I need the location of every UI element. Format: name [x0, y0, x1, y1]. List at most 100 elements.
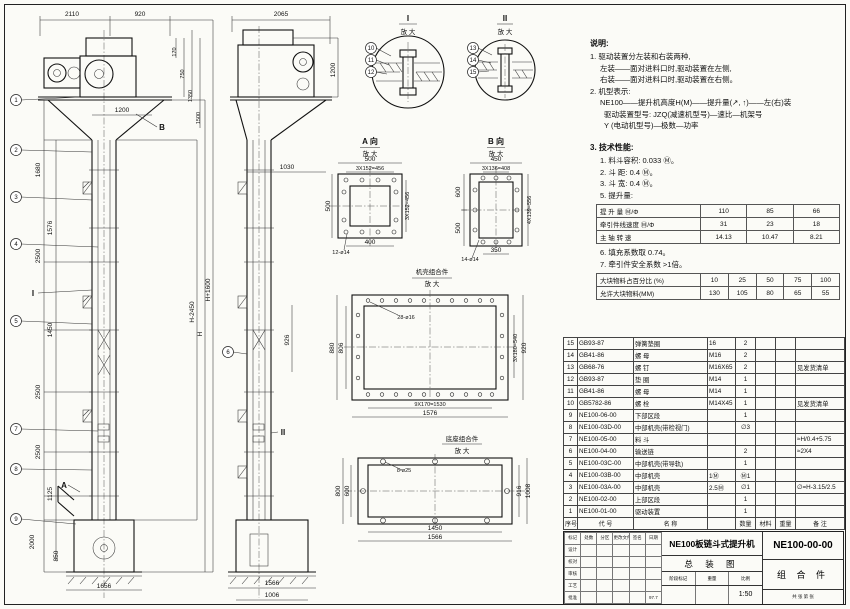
meta-labels: 阶段标记 重量 比例 — [662, 572, 762, 586]
svg-text:9: 9 — [14, 517, 18, 523]
tech-item: 3. 斗 宽: 0.4 Ⓜ。 — [600, 179, 658, 188]
front-view-dimension-lines — [20, 16, 214, 591]
dimension-label: 1450 — [428, 525, 443, 532]
detail-ii — [474, 23, 536, 101]
dimension-label: 1450 — [47, 322, 54, 337]
dimension-label: 放 大 — [455, 446, 470, 455]
dimension-label: A 向 — [362, 136, 378, 146]
tech-item: 6. 填充系数取 0.74。 — [600, 248, 671, 257]
callout-balloon: 3 — [10, 191, 22, 203]
technical-drawing: 2110920120017075013501500168015762500145… — [10, 11, 536, 601]
dimension-label: 12-ø14 — [332, 250, 349, 256]
dimension-label: 底座组合件 — [446, 434, 479, 443]
bolt-holes — [360, 458, 510, 524]
dimension-label: 1500 — [196, 112, 202, 124]
scale-value: 1:50 — [738, 591, 753, 598]
table-row: 标记处数分区更改文件号签名日期 — [563, 532, 663, 545]
dimension-label: 1576 — [47, 220, 54, 235]
dimension-label: II — [503, 14, 507, 23]
tech-heading: 3. 技术性能: — [590, 143, 634, 152]
callout-balloon: 9 — [10, 513, 22, 525]
wall-brackets — [237, 181, 248, 479]
dimension-label: 500 — [455, 222, 462, 233]
dimension-label: I — [407, 14, 409, 23]
title-block: 标记处数分区更改文件号签名日期设计校对审核工艺批准97.7 NE100板链斗式提… — [563, 531, 844, 605]
svg-text:14: 14 — [470, 58, 477, 64]
view-a — [330, 147, 410, 251]
dimension-label: 350 — [491, 247, 502, 254]
dimension-label: 2500 — [35, 384, 42, 399]
side-view-dimension-lines — [228, 16, 339, 601]
dimension-label: 1680 — [35, 162, 42, 177]
svg-text:13: 13 — [470, 46, 477, 52]
dimension-label: 920 — [135, 11, 146, 18]
note-line: Y (电动机型号)—极数—功率 — [604, 121, 699, 130]
notes-block: 说明: 1. 驱动装置分左装和右装两种, 左装——面对进料口时,驱动装置在左侧,… — [590, 38, 844, 132]
wall-brackets — [82, 181, 93, 423]
note-line: 右装——面对进料口时,驱动装置在右侧。 — [600, 75, 738, 84]
dimension-label: 1200 — [330, 62, 337, 77]
title-block-right: NE100-00-00 组 合 件 共 张 第 张 — [762, 532, 843, 604]
dimension-label: 4X139=556 — [527, 196, 533, 224]
side-view-elevator — [228, 26, 332, 598]
notes-heading: 说明: — [590, 39, 609, 48]
note-line: 驱动装置型号: JZQ(减速机型号)—速比—机架号 — [604, 109, 763, 119]
dimension-label: 800 — [335, 485, 342, 496]
dimension-label: B — [159, 123, 165, 132]
svg-text:1: 1 — [14, 98, 18, 104]
callout-balloon: 7 — [10, 423, 22, 435]
dimension-label: 放 大 — [489, 149, 504, 158]
dimension-label: 1125 — [47, 487, 54, 501]
front-view-elevator — [38, 30, 172, 598]
dimension-label: 500 — [365, 156, 376, 163]
drawing-title: NE100板链斗式提升机 — [662, 532, 762, 556]
stage-value — [662, 586, 696, 604]
dimension-label: 放 大 — [425, 279, 440, 288]
dimension-label: H — [197, 331, 204, 336]
note-line: 左装——面对进料口时,驱动装置在左侧, — [600, 63, 732, 73]
dimension-label: I — [32, 289, 34, 298]
dimension-label: 3X136=408 — [482, 166, 510, 172]
scale-label: 比例 — [741, 576, 751, 581]
tech-item: 1. 料斗容积: 0.033 Ⓜ。 — [600, 156, 679, 165]
table-row: 工艺 — [563, 579, 663, 593]
table-row: 校对 — [563, 555, 663, 569]
dimension-label: 1200 — [115, 107, 130, 114]
tech-item: 5. 提升量: — [600, 190, 633, 200]
dimension-label: 806 — [338, 342, 345, 353]
callout-balloon: 13 — [467, 42, 479, 54]
base-assembly-view — [342, 443, 528, 542]
dimension-label: 400 — [365, 239, 376, 246]
callout-balloon: 6 — [222, 346, 234, 358]
svg-text:2: 2 — [14, 148, 18, 154]
technical-performance-block: 3. 技术性能: 1. 料斗容积: 0.033 Ⓜ。 2. 斗 距: 0.4 Ⓜ… — [590, 142, 844, 303]
dimension-label: 600 — [344, 485, 351, 496]
dimension-label: 放 大 — [401, 27, 416, 36]
dimension-label: 放 大 — [498, 27, 513, 36]
dimension-label: 500 — [325, 200, 332, 211]
svg-text:11: 11 — [368, 58, 375, 64]
callout-balloon: 15 — [467, 66, 479, 78]
dimension-label: 2110 — [65, 11, 79, 18]
svg-text:12: 12 — [368, 70, 375, 76]
dimension-label: II — [281, 428, 285, 437]
svg-text:15: 15 — [470, 70, 477, 76]
svg-text:7: 7 — [14, 427, 18, 433]
table-row: 设计 — [563, 543, 663, 557]
dimension-label: 750 — [180, 69, 186, 78]
dimension-label: 1006 — [265, 592, 280, 599]
note-line: 2. 机型表示: — [590, 86, 631, 96]
dimension-label: 926 — [284, 334, 291, 345]
